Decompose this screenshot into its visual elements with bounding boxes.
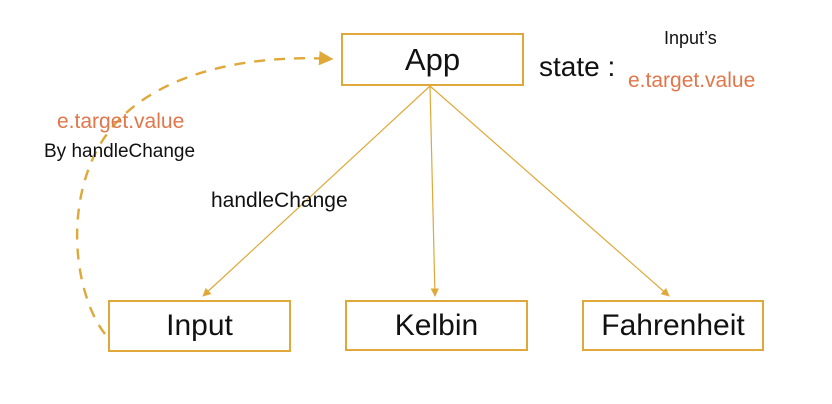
inputs-possessive-label: Input’s <box>664 28 717 48</box>
node-kelbin-label: Kelbin <box>394 308 479 342</box>
edge-input-to-app-dashed <box>75 51 334 335</box>
edge-app-to-kelbin <box>429 85 440 297</box>
node-fahrenheit-label: Fahrenheit <box>601 308 745 342</box>
node-kelbin[interactable]: Kelbin <box>345 300 528 351</box>
node-app-label: App <box>404 41 461 77</box>
edge-app-to-input <box>202 85 431 297</box>
feedback-value-label: e.target.value <box>57 110 185 133</box>
state-label: state : <box>539 51 616 82</box>
node-app[interactable]: App <box>341 33 524 86</box>
feedback-handler-label: By handleChange <box>44 141 196 162</box>
node-fahrenheit[interactable]: Fahrenheit <box>582 300 764 351</box>
node-input-label: Input <box>166 309 233 342</box>
state-value-label: e.target.value <box>628 69 756 92</box>
edge-app-to-fahrenheit <box>429 85 670 297</box>
edge-label-handle-change: handleChange <box>211 189 348 212</box>
node-input[interactable]: Input <box>108 300 291 352</box>
